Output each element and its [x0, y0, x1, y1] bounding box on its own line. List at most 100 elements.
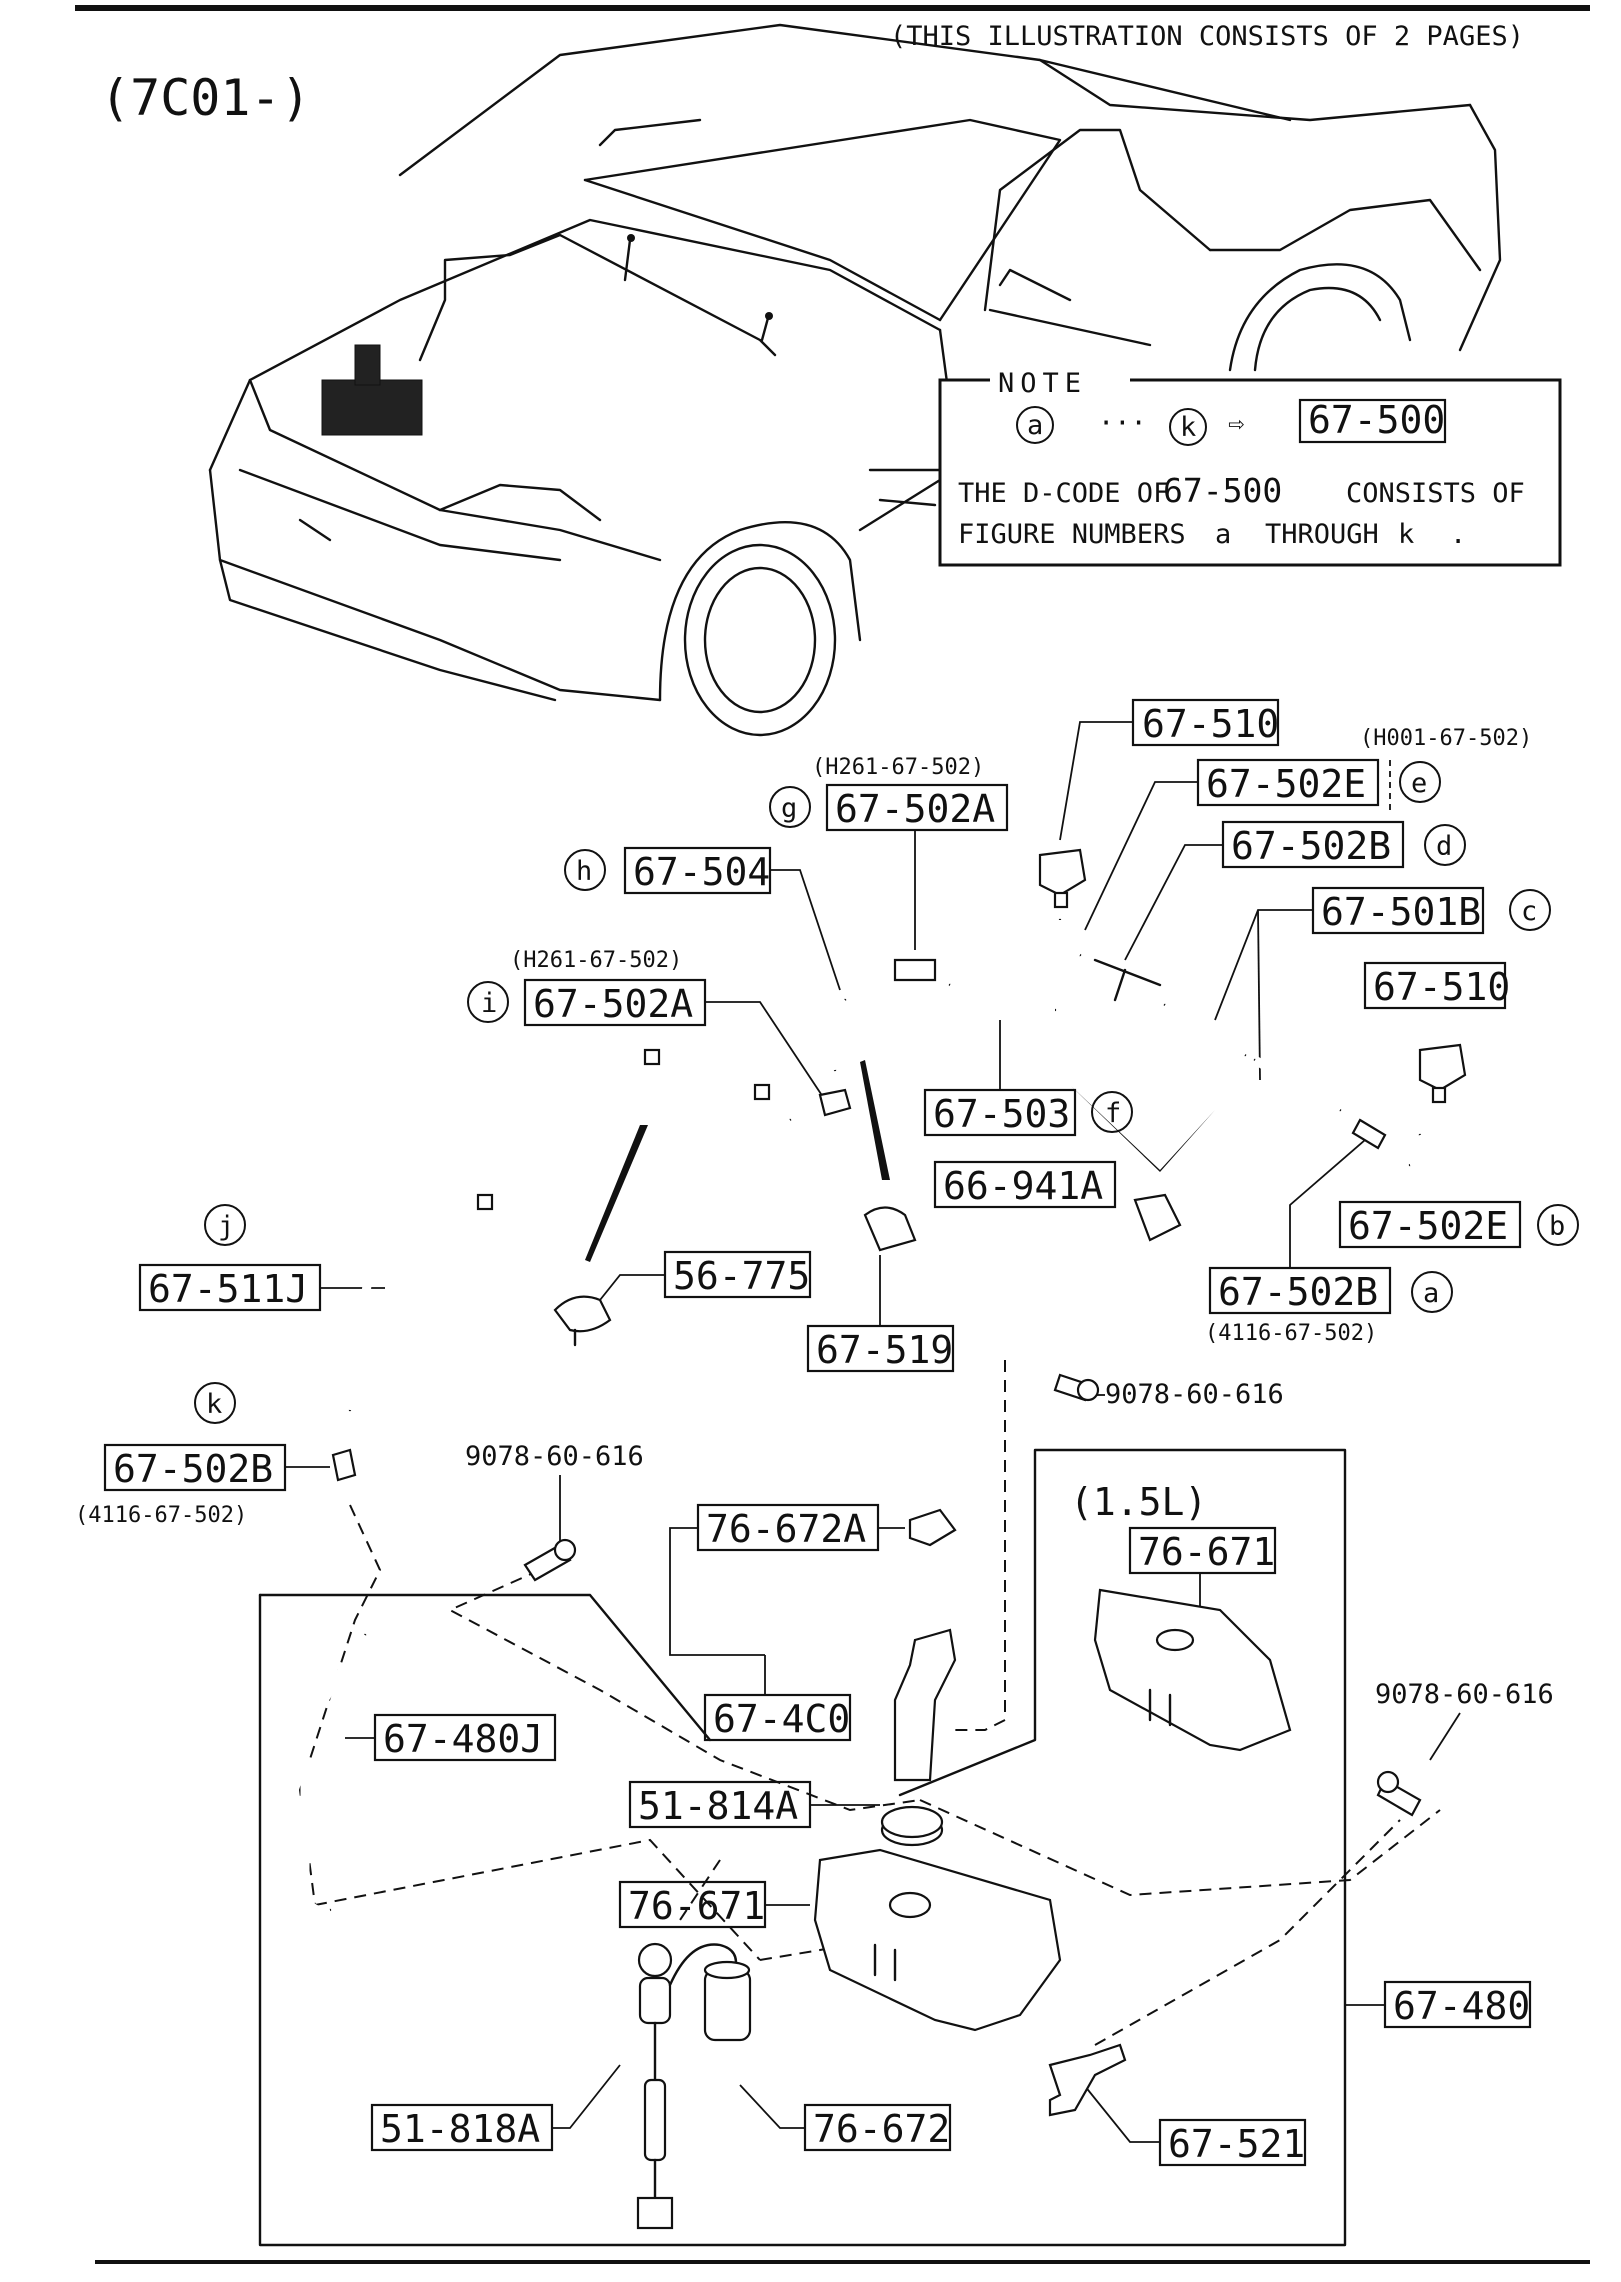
svg-text:67-502A: 67-502A [533, 982, 693, 1026]
part-67-4C0: 67-4C0 [703, 1655, 852, 1742]
ref-h001: (H001-67-502) [1360, 726, 1532, 751]
part-67-510-top: 67-510 [1059, 698, 1279, 841]
circle-letter-a: a [1411, 1271, 1453, 1313]
svg-text:67-480: 67-480 [1393, 1984, 1530, 2028]
hose-assembly-drawing [331, 848, 1467, 1482]
svg-text:51-814A: 51-814A [638, 1784, 798, 1828]
svg-text:j: j [218, 1211, 234, 1242]
svg-text:67-519: 67-519 [816, 1328, 953, 1372]
note-dots: ··· [1098, 408, 1147, 439]
part-67-504-h: 67-504 [623, 846, 841, 991]
part-67-502B-a: 67-502B [1208, 1139, 1392, 1315]
svg-text:67-502B: 67-502B [113, 1447, 273, 1491]
part-67-510-right: 67-510 [1363, 961, 1510, 1010]
note-arrow: ⇨ [1228, 408, 1244, 439]
note-line1-suffix: CONSISTS OF [1346, 478, 1525, 509]
circle-letter-j: j [204, 1204, 246, 1246]
note-line2-k: k [1398, 519, 1414, 550]
svg-text:67-502B: 67-502B [1231, 824, 1391, 868]
svg-text:76-671: 76-671 [1138, 1530, 1275, 1574]
svg-text:b: b [1549, 1211, 1565, 1242]
part-56-775: 56-775 [599, 1250, 812, 1301]
note-line2-a: a [1215, 519, 1231, 550]
circle-letter-f: f [1091, 1091, 1133, 1133]
ref-h261-i: (H261-67-502) [510, 948, 682, 973]
svg-text:76-672A: 76-672A [706, 1507, 866, 1551]
part-76-672A: 76-672A [669, 1503, 905, 1656]
svg-text:67-503: 67-503 [933, 1092, 1070, 1136]
part-67-502B-k: 67-502B [103, 1443, 330, 1492]
part-66-941A: 66-941A [933, 1160, 1117, 1209]
svg-text:d: d [1436, 831, 1452, 862]
ref-h261-g: (H261-67-502) [812, 755, 984, 780]
svg-text:g: g [781, 793, 797, 824]
part-67-511J-j: 67-511J [138, 1263, 385, 1312]
circle-letter-i: i [467, 981, 509, 1023]
part-51-814A: 51-814A [628, 1780, 880, 1829]
part-67-501B-c: 67-501B [1214, 886, 1485, 1081]
note-title: NOTE [998, 368, 1087, 399]
svg-text:67-502E: 67-502E [1348, 1204, 1508, 1248]
note-line1-code: 67-500 [1163, 471, 1282, 510]
ref-4116-k: (4116-67-502) [75, 1503, 247, 1528]
svg-text:67-502B: 67-502B [1218, 1270, 1378, 1314]
bolt-ref-3: 9078-60-616 [1375, 1679, 1554, 1710]
svg-text:67-521: 67-521 [1168, 2122, 1305, 2166]
note-line1-prefix: THE D-CODE OF [958, 478, 1169, 509]
svg-text:c: c [1521, 896, 1537, 927]
svg-text:67-502E: 67-502E [1206, 762, 1366, 806]
note-line2-mid: THROUGH [1265, 519, 1379, 550]
part-67-502A-i: 67-502A [523, 978, 826, 1101]
svg-text:67-511J: 67-511J [148, 1267, 308, 1311]
circle-letter-g: g [769, 786, 811, 828]
svg-text:67-480J: 67-480J [383, 1717, 543, 1761]
circle-letter-h: h [564, 849, 606, 891]
note-target-code: 67-500 [1308, 398, 1445, 442]
svg-text:i: i [481, 988, 497, 1019]
svg-text:67-510: 67-510 [1142, 702, 1279, 746]
svg-text:67-510: 67-510 [1373, 965, 1510, 1009]
note-line2-prefix: FIGURE NUMBERS [958, 519, 1186, 550]
circle-letter-k: k [194, 1382, 236, 1424]
svg-text:e: e [1411, 768, 1427, 799]
bolt-ref-1: 9078-60-616 [1105, 1379, 1284, 1410]
svg-text:h: h [576, 856, 592, 887]
model-code: (7C01-) [100, 69, 311, 127]
part-76-671-top: 76-671 [1128, 1526, 1277, 1620]
svg-text:k: k [206, 1389, 222, 1420]
part-67-502A-g: 67-502A [825, 783, 1009, 950]
part-76-672: 76-672 [739, 2084, 952, 2152]
note-line2-end: . [1450, 519, 1466, 550]
circle-letter-b: b [1537, 1204, 1579, 1246]
circle-letter-c: c [1509, 889, 1551, 931]
ref-4116-a: (4116-67-502) [1205, 1321, 1377, 1346]
note-letter-a: a [1027, 410, 1043, 441]
pages-note: (THIS ILLUSTRATION CONSISTS OF 2 PAGES) [890, 21, 1524, 52]
part-67-521: 67-521 [1079, 2079, 1307, 2167]
part-67-480: 67-480 [1345, 1980, 1532, 2029]
svg-text:67-504: 67-504 [633, 850, 770, 894]
svg-text:51-818A: 51-818A [380, 2107, 540, 2151]
part-51-818A: 51-818A [370, 2064, 621, 2152]
svg-text:a: a [1423, 1278, 1439, 1309]
svg-text:76-672: 76-672 [813, 2107, 950, 2151]
part-67-519: 67-519 [806, 1255, 955, 1373]
car-illustration [208, 23, 1502, 737]
circle-letter-d: d [1424, 824, 1466, 866]
svg-text:67-4C0: 67-4C0 [713, 1697, 850, 1741]
note-box: NOTE a ··· k ⇨ 67-500 THE D-CODE OF 67-5… [938, 364, 1562, 567]
circle-letter-e: e [1399, 761, 1441, 803]
note-letter-k: k [1180, 412, 1196, 443]
part-67-502E-e: 67-502E [1084, 758, 1391, 931]
bolt-ref-2: 9078-60-616 [465, 1441, 644, 1472]
part-76-671: 76-671 [618, 1880, 810, 1929]
tank-assembly-drawing [258, 1360, 1441, 2247]
part-67-502B-d: 67-502B [1124, 820, 1405, 961]
svg-text:f: f [1105, 1098, 1121, 1129]
part-67-480J: 67-480J [345, 1713, 557, 1762]
part-67-502E-b: 67-502E [1338, 1200, 1522, 1249]
svg-text:56-775: 56-775 [673, 1254, 810, 1298]
capacity-label: (1.5L) [1070, 1480, 1207, 1524]
